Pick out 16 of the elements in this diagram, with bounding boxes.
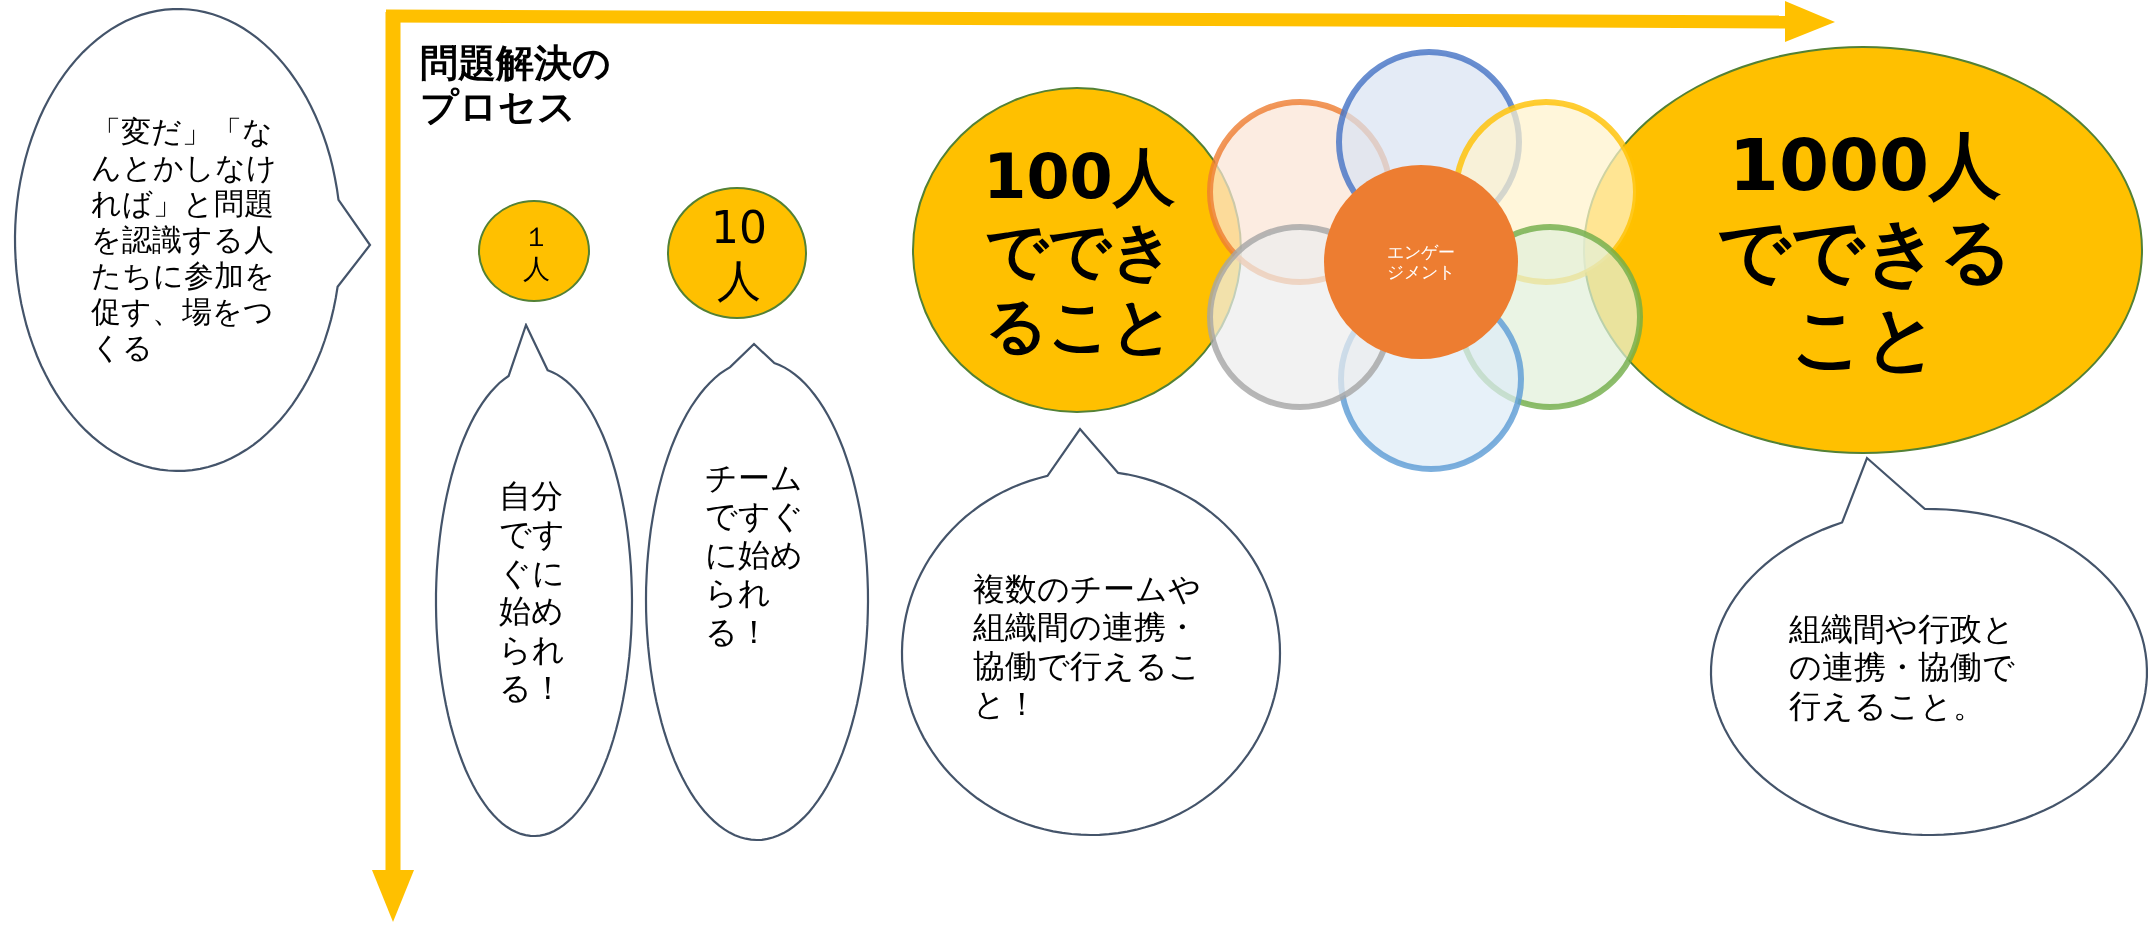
circle-label: 100人でできること (982, 140, 1176, 364)
circle-label: 10人 (710, 202, 768, 308)
speech-bubble (434, 323, 634, 838)
circle-label: 1000人でできること (1716, 122, 2014, 382)
bubble-text: チームですぐに始められる！ (705, 459, 805, 651)
title: 問題解決のプロセス (420, 42, 612, 130)
speech-bubble (13, 7, 372, 473)
speech-bubble (1709, 456, 2149, 837)
circle-label: エンゲージメント (1386, 241, 1456, 283)
bubble-text: 組織間や行政との連携・協働で行えること。 (1789, 610, 2016, 726)
circle-label: １人 (521, 220, 551, 286)
bubble-text: 自分ですぐに始められる！ (499, 476, 566, 708)
bubble-text: 複数のチームや組織間の連携・協働で行えること！ (973, 570, 1202, 724)
bubble-text: 「変だ」「なんとかしなければ」と問題を認識する人たちに参加を促す、場をつくる (91, 114, 278, 366)
speech-bubble (644, 342, 870, 842)
speech-bubble (900, 427, 1282, 837)
